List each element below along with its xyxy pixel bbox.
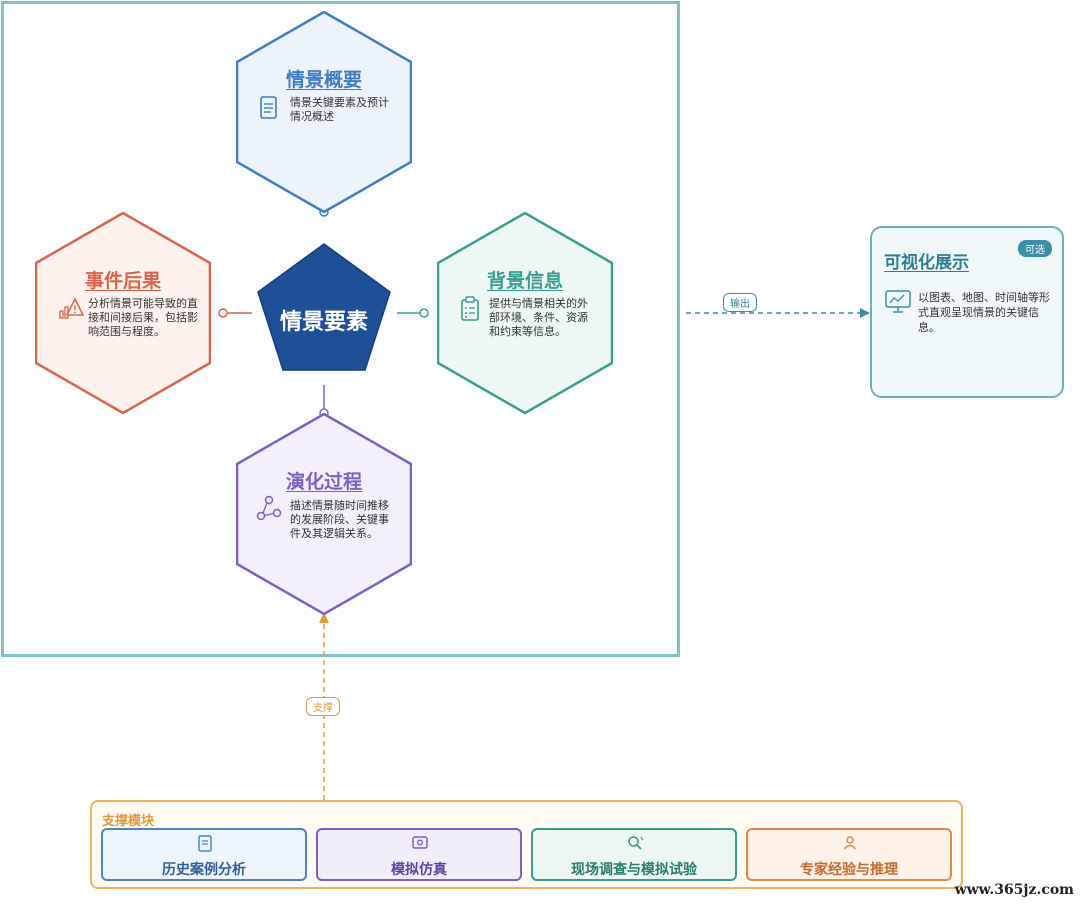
evolution-desc: 描述情景随时间推移的发展阶段、关键事件及其逻辑关系。 [290,499,389,540]
core-label: 情景要素 [279,310,368,335]
evolution-title: 演化过程 [285,471,362,493]
book-icon [197,835,213,857]
node-background: 背景信息 提供与情景相关的外部环境、条件、资源和约束等信息。 [437,212,613,414]
background-connector-dot [419,308,429,318]
node-overview: 情景概要 情景关键要素及预计情况概述 [236,11,412,213]
document-icon [258,95,280,121]
visualization-title: 可视化展示 [884,253,969,273]
module-label: 历史案例分析 [162,862,246,878]
watermark: www.365jz.com [954,882,1074,898]
core-pentagon: 情景要素 [256,242,392,372]
support-panel: 支撑模块 历史案例分析 模拟仿真 现场调查与模拟试验 专家经验与推理 [90,800,963,889]
optional-badge: 可选 [1018,240,1052,257]
module-history-case: 历史案例分析 [101,828,307,881]
visualization-desc: 以图表、地图、时间轴等形式直观呈现情景的关键信息。 [918,291,1050,334]
consequence-desc: 分析情景可能导致的直接和间接后果，包括影响范围与程度。 [88,297,198,338]
consequence-title: 事件后果 [84,270,161,292]
module-expert-reasoning: 专家经验与推理 [746,828,952,881]
output-arrowhead [860,308,870,318]
support-link-label: 支撑 [306,697,340,716]
screen-icon [412,835,428,855]
clipboard-icon [459,296,481,322]
node-consequence: 事件后果 分析情景可能导致的直接和间接后果，包括影响范围与程度。 [35,212,211,414]
background-desc: 提供与情景相关的外部环境、条件、资源和约束等信息。 [489,297,588,338]
support-arrowhead [319,612,329,623]
node-evolution: 演化过程 描述情景随时间推移的发展阶段、关键事件及其逻辑关系。 [236,413,412,615]
process-nodes-icon [256,495,282,521]
search-icon [627,835,645,855]
overview-desc: 情景关键要素及预计情况概述 [290,96,389,123]
support-title: 支撑模块 [102,814,155,829]
module-field-investigation: 现场调查与模拟试验 [531,828,737,881]
person-icon [842,835,858,855]
module-label: 模拟仿真 [391,862,447,878]
consequence-connector-dot [218,308,228,318]
visualization-card: 可视化展示 可选 以图表、地图、时间轴等形式直观呈现情景的关键信息。 [870,226,1064,398]
module-label: 现场调查与模拟试验 [571,862,697,878]
overview-title: 情景概要 [285,69,362,91]
module-label: 专家经验与推理 [800,862,898,878]
module-simulation: 模拟仿真 [316,828,522,881]
background-title: 背景信息 [486,270,563,292]
monitor-chart-icon [885,290,911,318]
output-link-label: 输出 [723,293,757,312]
chart-alert-icon [58,295,84,321]
